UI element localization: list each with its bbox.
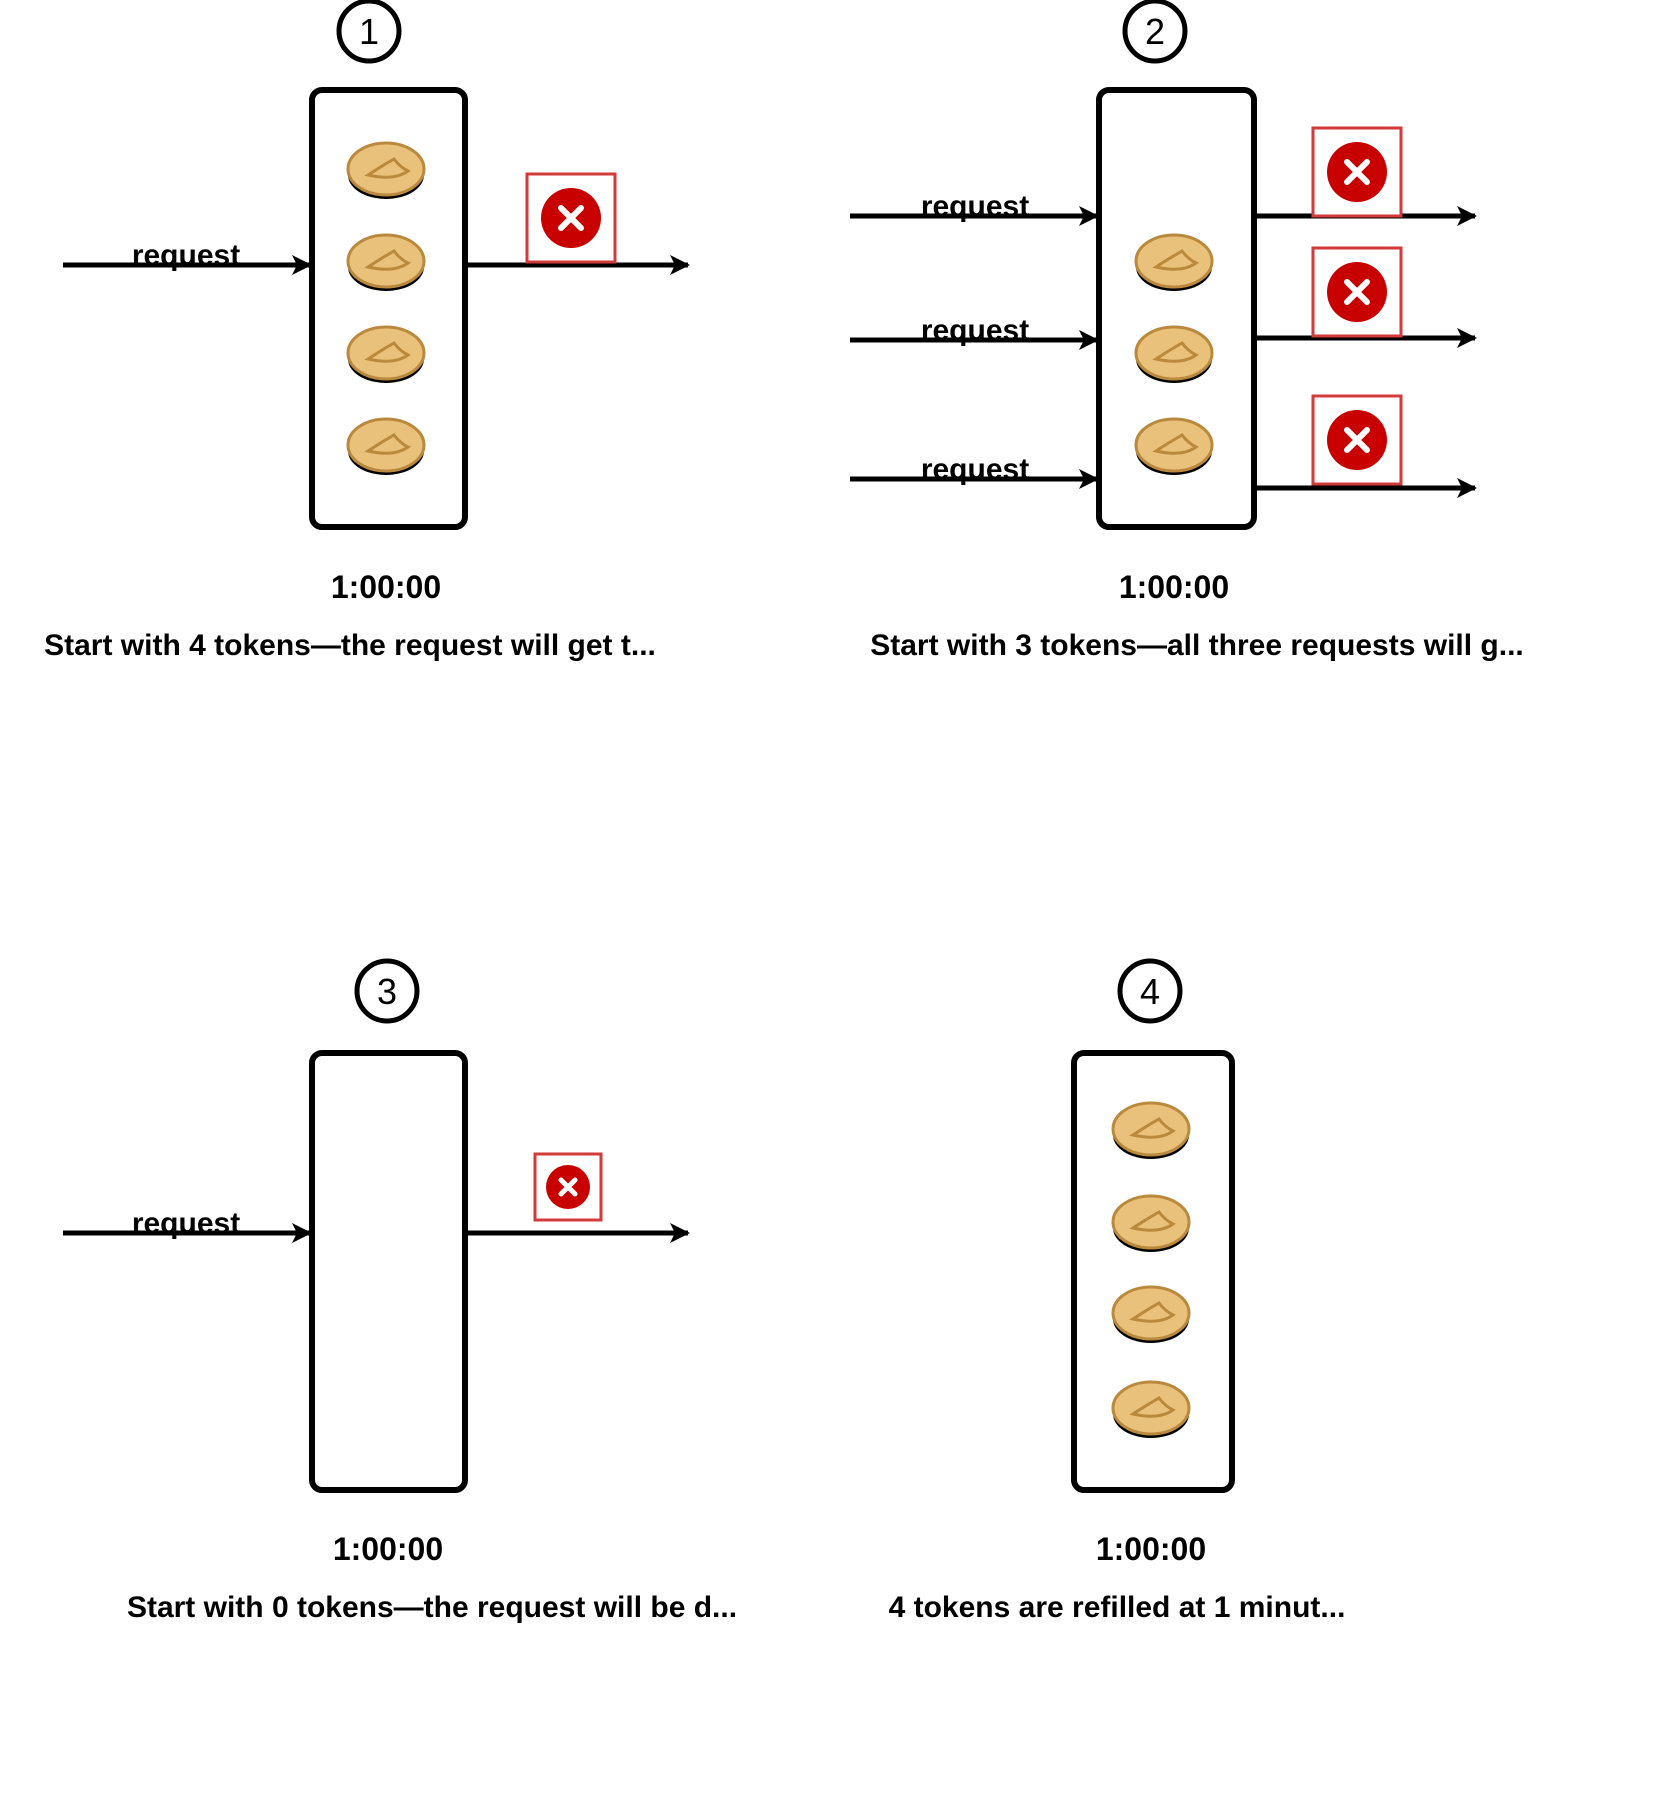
caption-text: Start with 4 tokens—the request will get… [44, 629, 656, 662]
svg-text:1: 1 [359, 11, 379, 52]
request-label: request [921, 314, 1029, 347]
request-label: request [132, 239, 240, 272]
timestamp-label: 1:00:00 [1119, 569, 1229, 605]
token-icon [346, 141, 426, 199]
token-icon [346, 417, 426, 475]
rejected-icon [1311, 126, 1403, 218]
step-number-badge: 1 [336, 0, 402, 64]
token-icon [346, 325, 426, 383]
panel-1: 1 request 1: [44, 0, 690, 662]
token-bucket [1071, 1050, 1235, 1493]
step-number-badge: 2 [1122, 0, 1188, 64]
timestamp-label: 1:00:00 [1096, 1531, 1206, 1567]
svg-text:4: 4 [1140, 971, 1160, 1012]
panel-3: 3 request 1:00:00 Start with 0 tokens—th… [63, 958, 737, 1624]
token-icon [1111, 1101, 1191, 1159]
svg-text:3: 3 [377, 971, 397, 1012]
token-bucket [309, 87, 468, 530]
request-label: request [921, 453, 1029, 486]
token-icon [1134, 233, 1214, 291]
token-icon [1111, 1380, 1191, 1438]
caption-text: Start with 3 tokens—all three requests w… [870, 629, 1524, 662]
rejected-icon [1311, 394, 1403, 486]
token-icon [1134, 325, 1214, 383]
token-icon [1111, 1285, 1191, 1343]
step-number-badge: 3 [354, 958, 420, 1024]
caption-text: 4 tokens are refilled at 1 minut... [889, 1591, 1346, 1624]
token-icon [346, 233, 426, 291]
rejected-icon [1311, 246, 1403, 338]
timestamp-label: 1:00:00 [333, 1531, 443, 1567]
panel-4: 4 1:00:00 4 tokens are refilled at 1 min… [889, 958, 1346, 1624]
rejected-icon [533, 1152, 603, 1222]
token-bucket [309, 1050, 468, 1493]
request-label: request [921, 190, 1029, 223]
token-icon [1134, 417, 1214, 475]
token-bucket [1096, 87, 1257, 530]
rejected-icon [525, 172, 617, 264]
timestamp-label: 1:00:00 [331, 569, 441, 605]
svg-text:2: 2 [1145, 11, 1165, 52]
caption-text: Start with 0 tokens—the request will be … [127, 1591, 737, 1624]
panel-2: 2 request request request [850, 0, 1524, 662]
token-icon [1111, 1194, 1191, 1252]
request-label: request [132, 1207, 240, 1240]
step-number-badge: 4 [1117, 958, 1183, 1024]
